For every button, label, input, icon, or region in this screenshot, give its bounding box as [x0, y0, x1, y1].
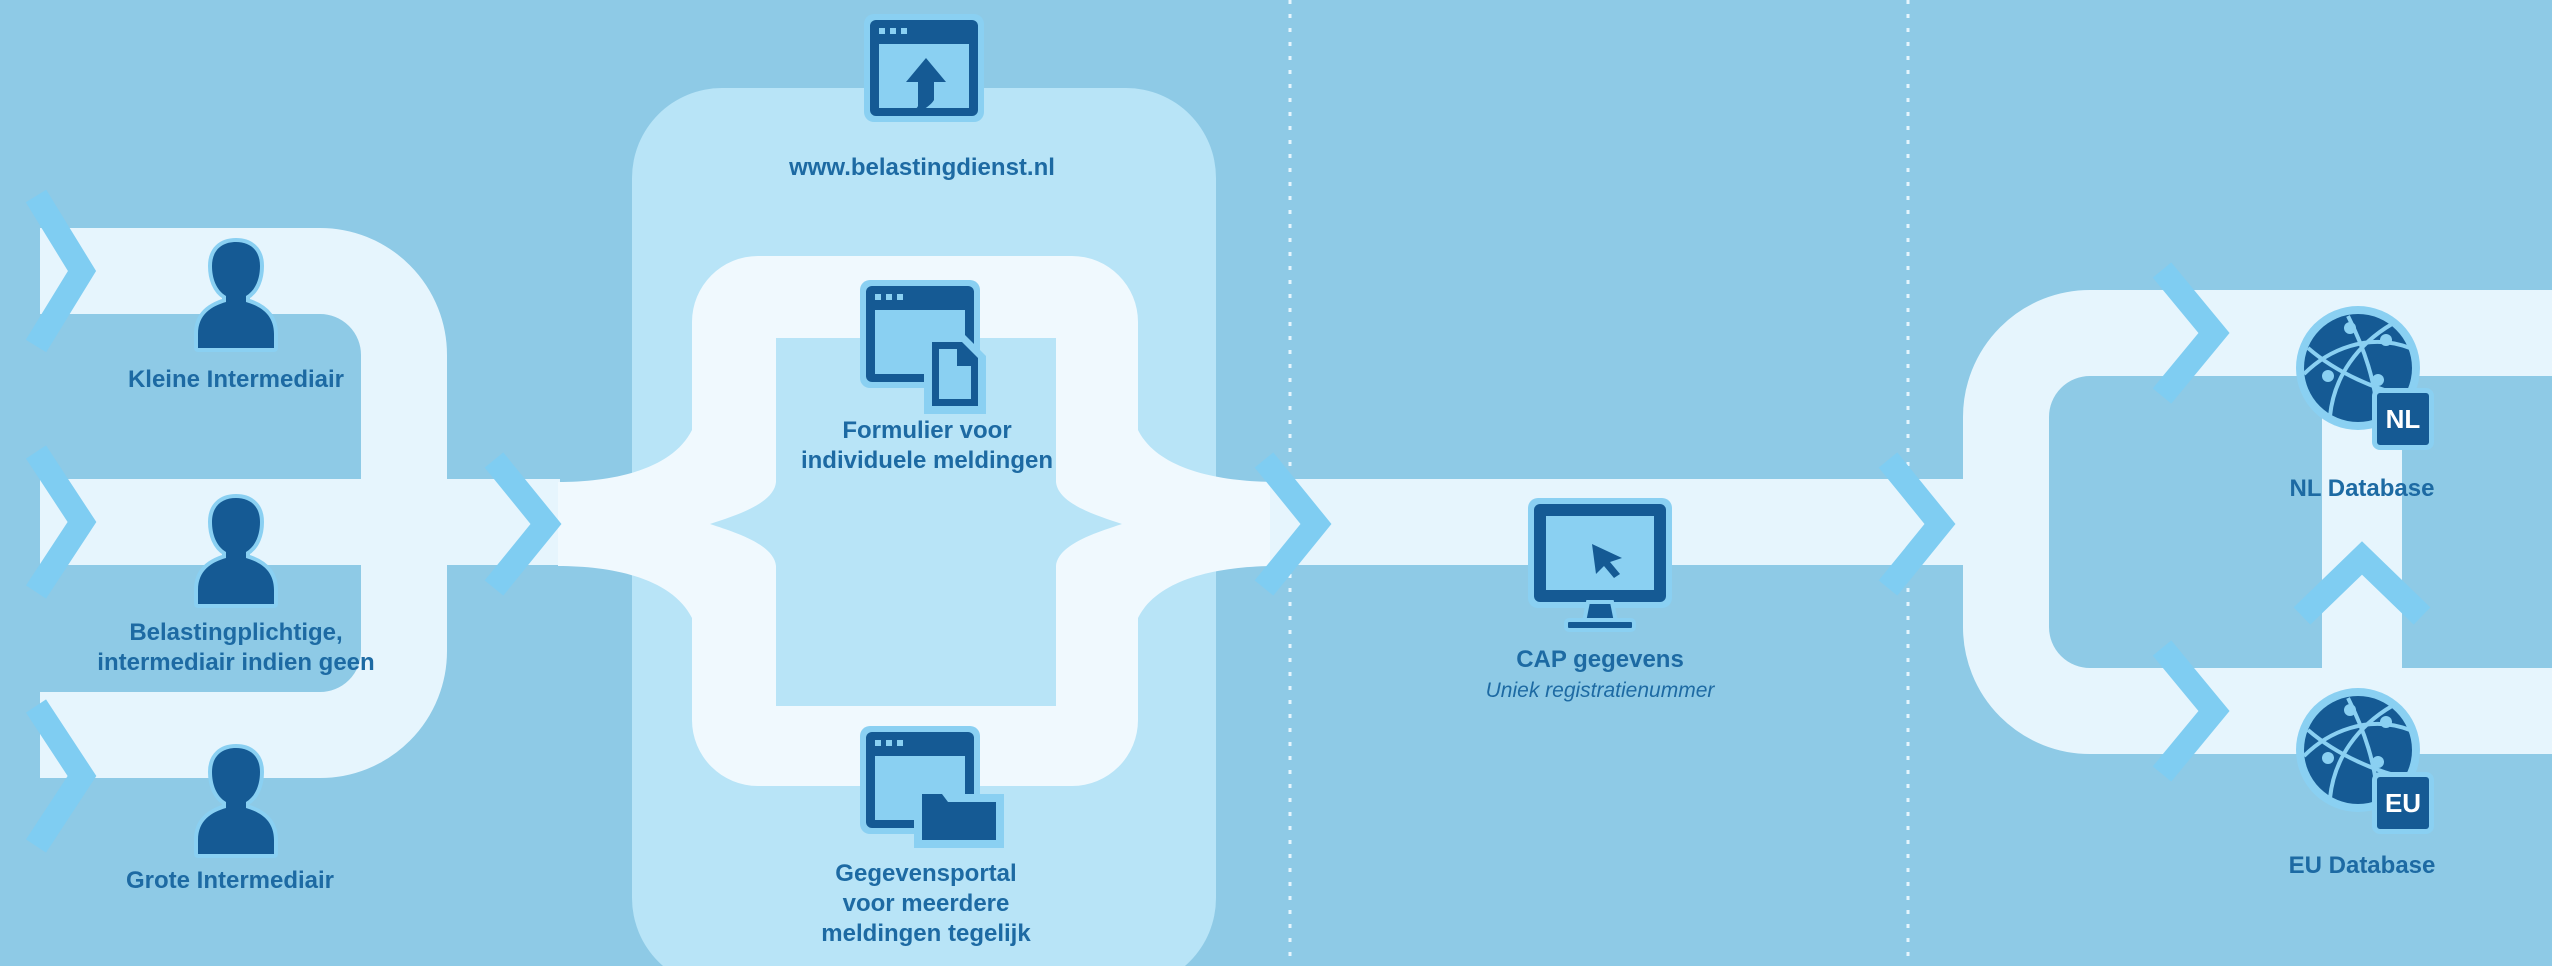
portal-label-line3: meldingen tegelijk [821, 920, 1031, 947]
cap-sublabel: Uniek registratienummer [1485, 679, 1715, 702]
sender-label-grote-intermediair: Grote Intermediair [125, 867, 335, 894]
portal-label-line2: voor meerdere [842, 890, 1010, 917]
flow-chevrons [25, 189, 2431, 853]
browser-document-icon [860, 280, 986, 414]
form-label-line1: Formulier voor [842, 417, 1012, 444]
database-flow-loop [1963, 290, 2552, 754]
browser-upload-icon [864, 14, 984, 122]
form-label-line2: individuele meldingen [800, 447, 1054, 474]
website-url-label: www.belastingdienst.nl [789, 154, 1055, 181]
channel-split-loop [558, 256, 1278, 786]
person-icon [198, 748, 274, 854]
nl-badge: NL [2372, 388, 2434, 450]
browser-folder-icon [860, 726, 1004, 848]
sender-label-kleine-intermediair: Kleine Intermediair [127, 366, 345, 393]
portal-label-line1: Gegevensportal [835, 860, 1017, 887]
cap-label: CAP gegevens [1516, 646, 1684, 673]
sender-label-belastingplichtige-line1: Belastingplichtige, [129, 619, 343, 646]
sender-label-belastingplichtige-line2: intermediair indien geen [97, 649, 375, 676]
sender-flow-paths [40, 228, 560, 778]
monitor-cursor-icon [1528, 498, 1672, 632]
nl-database-label: NL Database [2289, 475, 2435, 502]
eu-badge: EU [2372, 772, 2434, 834]
eu-database-label: EU Database [2288, 852, 2436, 879]
